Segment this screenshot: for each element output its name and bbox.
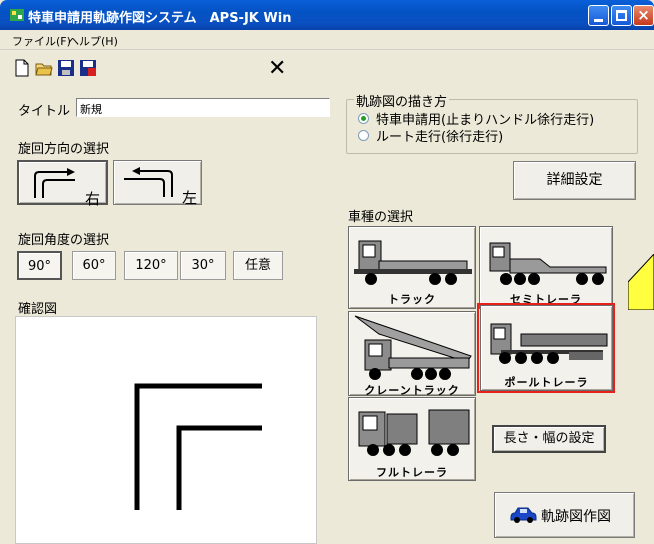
angle-option-120[interactable]: 120° bbox=[124, 251, 178, 280]
draw-trajectory-label: 軌跡図作図 bbox=[541, 509, 611, 525]
menu-file[interactable]: ファイル(F) bbox=[12, 35, 71, 48]
preview-heading: 確認図 bbox=[18, 302, 58, 317]
turn-angle-heading: 旋回角度の選択 bbox=[18, 233, 110, 248]
open-folder-icon[interactable] bbox=[35, 59, 53, 77]
turn-right-icon bbox=[34, 168, 75, 198]
detail-settings-button[interactable]: 詳細設定 bbox=[513, 161, 636, 200]
turn-left-label: 左 bbox=[182, 189, 198, 207]
preview-canvas bbox=[15, 316, 317, 544]
car-icon bbox=[510, 507, 537, 523]
maximize-button[interactable] bbox=[611, 5, 632, 26]
semi-trailer-icon bbox=[489, 242, 607, 285]
size-settings-button[interactable]: 長さ・幅の設定 bbox=[492, 425, 606, 453]
method-option-route[interactable]: ルート走行(徐行走行) bbox=[376, 130, 504, 145]
crane-truck-icon bbox=[354, 315, 472, 380]
minimize-icon bbox=[594, 19, 603, 22]
preview-drawing bbox=[134, 383, 262, 510]
close-icon: × bbox=[637, 6, 650, 24]
vehicle-full-trailer-button[interactable]: フルトレーラ bbox=[348, 397, 476, 481]
vehicle-heading: 車種の選択 bbox=[348, 210, 414, 225]
window-close-button[interactable]: × bbox=[633, 5, 654, 26]
save-icon[interactable] bbox=[57, 59, 75, 77]
title-label: タイトル bbox=[18, 104, 71, 119]
warning-marker-icon bbox=[628, 254, 654, 310]
vehicle-semi-trailer-button[interactable]: セミトレーラ bbox=[479, 226, 613, 309]
angle-option-90[interactable]: 90° bbox=[17, 251, 62, 280]
turn-left-icon bbox=[124, 167, 173, 197]
menu-help[interactable]: ヘルプ(H) bbox=[68, 35, 118, 48]
vehicle-semi-trailer-label: セミトレーラ bbox=[510, 293, 582, 306]
turn-right-button[interactable]: 右 bbox=[17, 160, 108, 208]
method-option-permit[interactable]: 特車申請用(止まりハンドル徐行走行) bbox=[376, 113, 595, 128]
vehicle-full-trailer-label: フルトレーラ bbox=[376, 466, 448, 479]
draw-trajectory-button[interactable]: 軌跡図作図 bbox=[494, 492, 635, 538]
angle-option-custom[interactable]: 任意 bbox=[233, 251, 283, 280]
drawing-method-group bbox=[346, 99, 638, 154]
vehicle-crane-truck-button[interactable]: クレーントラック bbox=[348, 311, 476, 397]
minimize-button[interactable] bbox=[588, 5, 609, 26]
toolbar: ✕ bbox=[0, 51, 654, 87]
turn-direction-heading: 旋回方向の選択 bbox=[18, 142, 110, 157]
vehicle-truck-button[interactable]: トラック bbox=[348, 226, 476, 309]
full-trailer-icon bbox=[358, 409, 470, 456]
clear-button[interactable]: ✕ bbox=[268, 56, 287, 81]
method-radio-permit[interactable] bbox=[358, 113, 369, 124]
app-icon bbox=[10, 9, 24, 21]
turn-right-label: 右 bbox=[85, 190, 101, 208]
title-input[interactable]: 新規 bbox=[76, 98, 330, 117]
vehicle-truck-label: トラック bbox=[388, 293, 436, 306]
vehicle-pole-trailer-label: ポールトレーラ bbox=[504, 376, 589, 389]
window-title: 特車申請用軌跡作図システム APS-JK Win bbox=[28, 11, 292, 26]
menu-bar: ファイル(F) ヘルプ(H) bbox=[0, 30, 654, 50]
angle-option-30[interactable]: 30° bbox=[180, 251, 226, 280]
selected-vehicle-highlight bbox=[477, 303, 615, 393]
title-bar[interactable]: 特車申請用軌跡作図システム APS-JK Win × bbox=[0, 0, 654, 30]
drawing-method-heading: 軌跡図の描き方 bbox=[354, 91, 450, 110]
vehicle-pole-trailer-button[interactable]: ポールトレーラ bbox=[480, 305, 613, 391]
new-file-icon[interactable] bbox=[13, 59, 31, 77]
turn-left-button[interactable]: 左 bbox=[113, 160, 202, 207]
method-radio-route[interactable] bbox=[358, 130, 369, 141]
vehicle-crane-truck-label: クレーントラック bbox=[364, 384, 460, 397]
angle-option-60[interactable]: 60° bbox=[72, 251, 116, 280]
pole-trailer-icon bbox=[490, 323, 608, 364]
truck-icon bbox=[354, 240, 472, 285]
maximize-icon bbox=[616, 10, 627, 21]
save-as-icon[interactable] bbox=[79, 59, 97, 77]
